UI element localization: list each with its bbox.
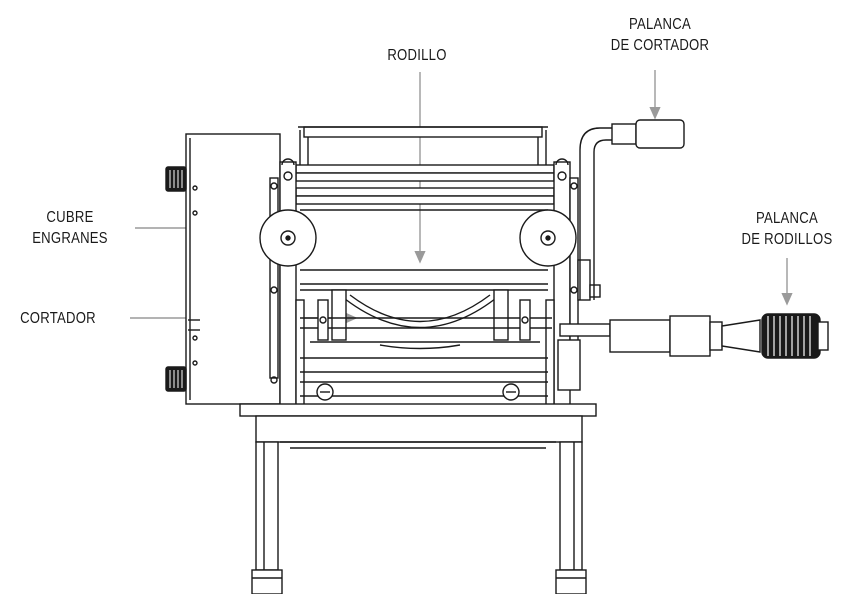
label-cubre-engranes: CUBRE ENGRANES [21,207,119,249]
cutter [300,289,552,350]
base-plate [239,403,597,449]
label-cortador: CORTADOR [20,310,96,327]
lower-bars [300,357,548,401]
label-rodillo: RODILLO [387,47,447,64]
label-palanca-rodillos-line1: PALANCA [755,210,818,227]
label-palanca-rodillos-line2: DE RODILLOS [741,231,833,248]
gear-cover [185,133,281,405]
roller-bars [295,164,555,291]
label-palanca-cortador-line1: PALANCA [628,16,691,33]
cutter-lever [579,119,685,300]
gear-cover-knobs [165,166,187,392]
roller-lever [559,313,829,359]
label-cubre-engranes-line1: CUBRE [46,209,94,226]
legs [251,441,587,594]
machine [165,119,829,594]
label-palanca-cortador-line2: DE CORTADOR [610,37,710,54]
top-hopper [298,126,548,165]
roller-disc-left [259,209,317,267]
label-palanca-cortador: PALANCA DE CORTADOR [607,14,714,56]
label-cubre-engranes-line2: ENGRANES [32,230,108,247]
roller-disc-right [519,209,577,267]
label-palanca-rodillos: PALANCA DE RODILLOS [734,208,841,250]
right-frame [545,158,601,411]
